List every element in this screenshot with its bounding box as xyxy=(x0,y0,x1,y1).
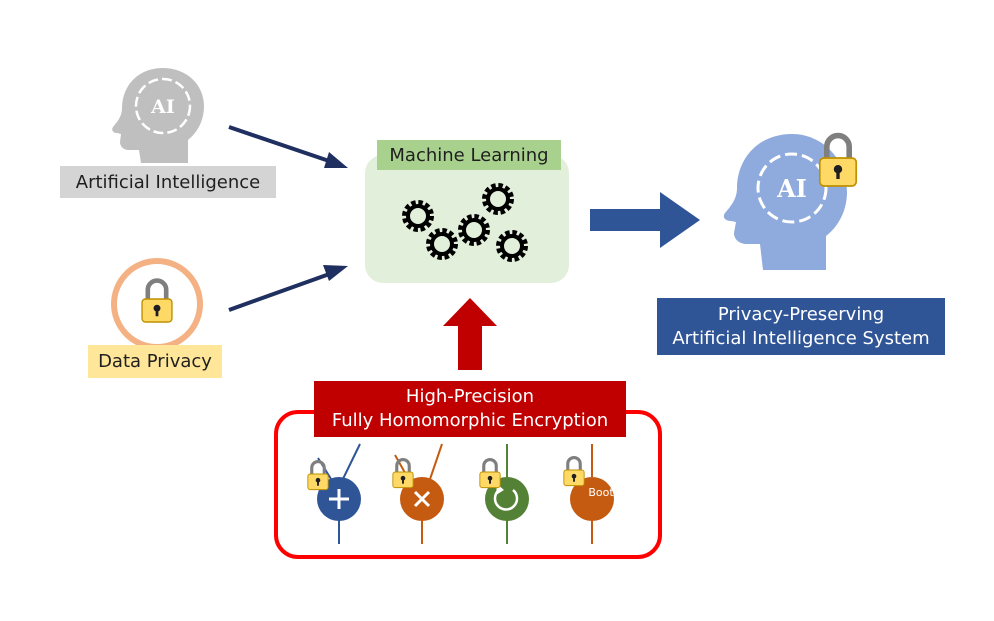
fhe-to-ml-arrow xyxy=(443,298,497,370)
bootstrap-operation xyxy=(562,444,614,544)
output-lock-icon xyxy=(820,136,856,186)
ai-head-icon: AI xyxy=(112,68,204,163)
ml-to-output-arrow xyxy=(590,192,700,248)
boot-label: Boot xyxy=(588,486,614,499)
rotate-operation xyxy=(478,444,529,544)
artificial-intelligence-label: Artificial Intelligence xyxy=(60,166,276,198)
fhe-label-line1: High-Precision xyxy=(405,386,535,407)
privacy-to-ml-arrow xyxy=(228,265,348,312)
data-privacy-icon xyxy=(111,258,203,350)
multiply-operation xyxy=(391,443,444,544)
machine-learning-label: Machine Learning xyxy=(377,140,561,170)
output-label-line2: Artificial Intelligence System xyxy=(672,327,930,349)
machine-learning-panel xyxy=(365,155,569,283)
add-operation xyxy=(306,443,361,544)
fhe-label: High-Precision Fully Homomorphic Encrypt… xyxy=(314,381,626,437)
privacy-ai-head-icon: AI xyxy=(723,134,847,270)
data-privacy-label: Data Privacy xyxy=(88,345,222,378)
ai-to-ml-arrow xyxy=(228,125,348,168)
output-label-line1: Privacy-Preserving xyxy=(717,303,885,325)
fhe-label-line2: Fully Homomorphic Encryption xyxy=(331,410,609,431)
output-head-badge: AI xyxy=(776,174,807,203)
output-label: Privacy-Preserving Artificial Intelligen… xyxy=(657,298,945,355)
ai-head-badge: AI xyxy=(150,96,175,118)
